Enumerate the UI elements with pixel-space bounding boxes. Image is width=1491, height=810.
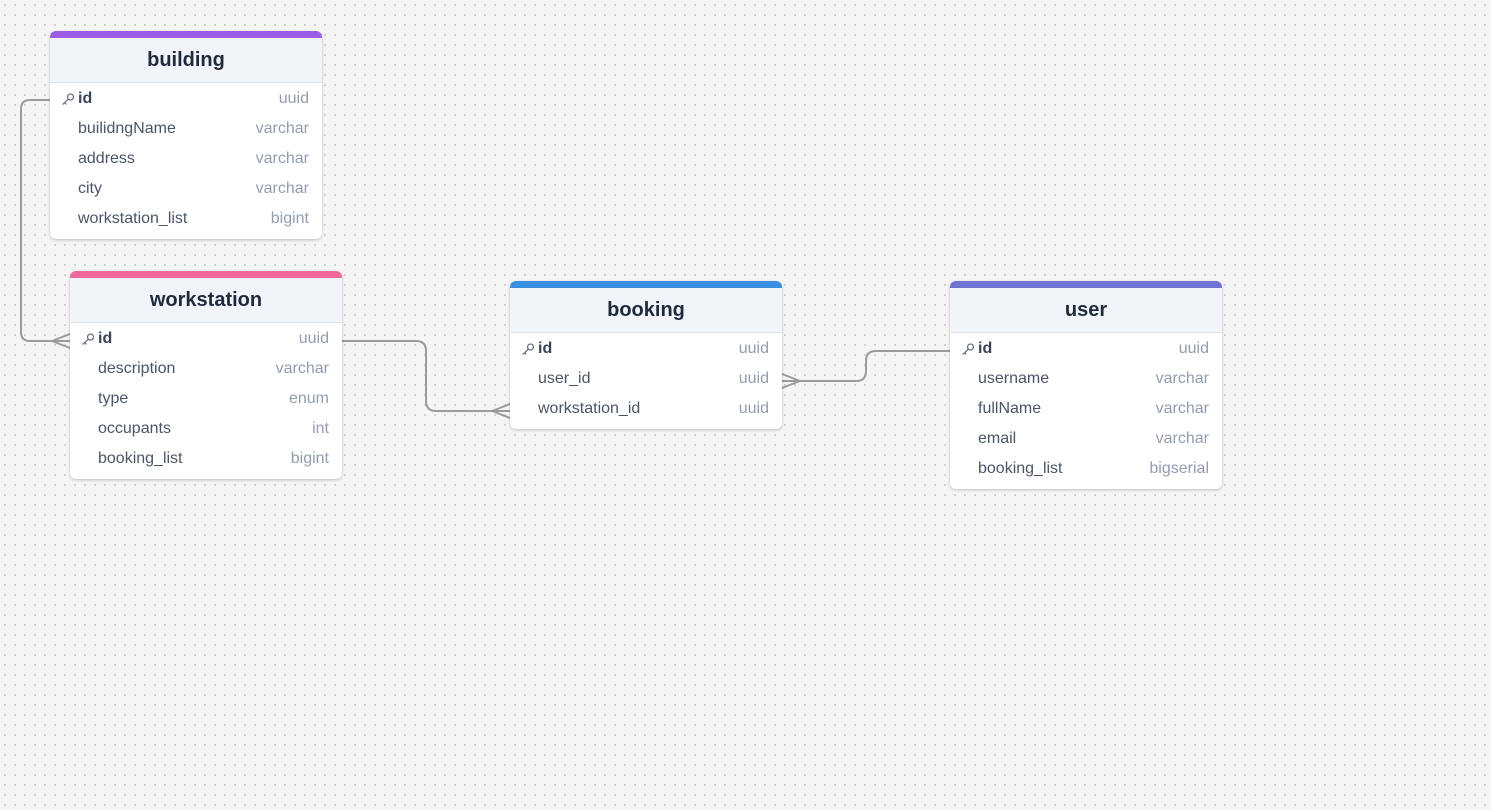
- field-name: id: [78, 90, 93, 107]
- field-type: bigint: [270, 210, 309, 227]
- table-title[interactable]: building: [50, 38, 322, 83]
- field-type: varchar: [255, 120, 309, 137]
- field-name: workstation_id: [538, 400, 641, 417]
- table-accent-bar: [950, 281, 1222, 288]
- key-icon: [81, 333, 95, 345]
- field-row-id[interactable]: id uuid: [510, 334, 782, 364]
- crowfoot-booking-user-end: [781, 373, 801, 389]
- field-name: builidngName: [78, 120, 176, 137]
- field-name: booking_list: [98, 450, 183, 467]
- field-row-booking-list[interactable]: booking_list bigserial: [950, 454, 1222, 484]
- key-icon: [521, 343, 535, 355]
- field-name: username: [978, 370, 1050, 387]
- field-name: id: [98, 330, 113, 347]
- field-name: description: [98, 360, 176, 377]
- field-type: varchar: [1155, 400, 1209, 417]
- table-accent-bar: [50, 31, 322, 38]
- field-row-builidngname[interactable]: builidngName varchar: [50, 114, 322, 144]
- field-name: id: [538, 340, 553, 357]
- field-row-booking-list[interactable]: booking_list bigint: [70, 444, 342, 474]
- field-name: occupants: [98, 420, 171, 437]
- table-workstation[interactable]: workstation id uuid description varchar …: [70, 271, 342, 479]
- crowfoot-workstation-end: [51, 333, 71, 349]
- field-name: email: [978, 430, 1017, 447]
- field-list: id uuid builidngName varchar address var…: [50, 83, 322, 239]
- field-row-address[interactable]: address varchar: [50, 144, 322, 174]
- field-name: fullName: [978, 400, 1042, 417]
- field-type: uuid: [278, 90, 309, 107]
- key-icon: [961, 343, 975, 355]
- field-type: varchar: [275, 360, 329, 377]
- field-name: user_id: [538, 370, 591, 387]
- field-type: uuid: [738, 400, 769, 417]
- field-name: id: [978, 340, 993, 357]
- table-title[interactable]: booking: [510, 288, 782, 333]
- field-type: varchar: [1155, 430, 1209, 447]
- field-type: uuid: [738, 340, 769, 357]
- field-row-email[interactable]: email varchar: [950, 424, 1222, 454]
- table-building[interactable]: building id uuid builidngName varchar ad…: [50, 31, 322, 239]
- field-row-city[interactable]: city varchar: [50, 174, 322, 204]
- table-booking[interactable]: booking id uuid user_id uuid workstation…: [510, 281, 782, 429]
- field-type: uuid: [298, 330, 329, 347]
- field-name: city: [78, 180, 102, 197]
- table-accent-bar: [510, 281, 782, 288]
- field-row-user-id[interactable]: user_id uuid: [510, 364, 782, 394]
- field-name: booking_list: [978, 460, 1063, 477]
- field-row-username[interactable]: username varchar: [950, 364, 1222, 394]
- field-type: varchar: [255, 150, 309, 167]
- field-type: int: [312, 420, 329, 437]
- field-row-type[interactable]: type enum: [70, 384, 342, 414]
- field-row-workstation-id[interactable]: workstation_id uuid: [510, 394, 782, 424]
- field-name: type: [98, 390, 129, 407]
- relationship-workstation-booking: [341, 340, 511, 412]
- field-type: bigint: [290, 450, 329, 467]
- table-user[interactable]: user id uuid username varchar fullName v…: [950, 281, 1222, 489]
- field-name: workstation_list: [78, 210, 188, 227]
- field-row-description[interactable]: description varchar: [70, 354, 342, 384]
- field-type: uuid: [738, 370, 769, 387]
- field-row-id[interactable]: id uuid: [950, 334, 1222, 364]
- field-type: varchar: [255, 180, 309, 197]
- field-row-occupants[interactable]: occupants int: [70, 414, 342, 444]
- field-list: id uuid description varchar type enum oc…: [70, 323, 342, 479]
- key-icon: [61, 93, 75, 105]
- table-title[interactable]: workstation: [70, 278, 342, 323]
- relationship-user-booking: [781, 350, 951, 382]
- table-title[interactable]: user: [950, 288, 1222, 333]
- field-name: address: [78, 150, 135, 167]
- field-type: varchar: [1155, 370, 1209, 387]
- field-type: uuid: [1178, 340, 1209, 357]
- field-list: id uuid user_id uuid workstation_id uuid: [510, 333, 782, 429]
- crowfoot-booking-workstation-end: [491, 403, 511, 419]
- field-list: id uuid username varchar fullName varcha…: [950, 333, 1222, 489]
- field-row-fullname[interactable]: fullName varchar: [950, 394, 1222, 424]
- field-row-id[interactable]: id uuid: [70, 324, 342, 354]
- table-accent-bar: [70, 271, 342, 278]
- field-type: enum: [288, 390, 329, 407]
- field-type: bigserial: [1149, 460, 1209, 477]
- field-row-workstation-list[interactable]: workstation_list bigint: [50, 204, 322, 234]
- field-row-id[interactable]: id uuid: [50, 84, 322, 114]
